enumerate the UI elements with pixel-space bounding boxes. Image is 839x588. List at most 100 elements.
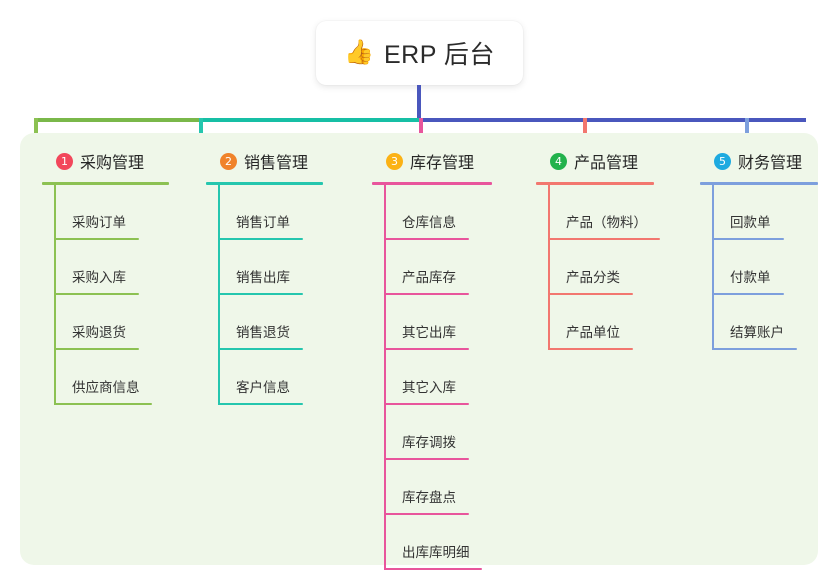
branch-item-label: 采购入库 <box>72 270 126 285</box>
branch-items-4: 产品（物料） 产品分类产品单位 <box>536 185 660 350</box>
trunk-segment-left <box>34 118 200 122</box>
branch-items-1: 采购订单采购入库采购退货供应商信息 <box>42 185 169 405</box>
branch-item-label: 供应商信息 <box>72 380 140 395</box>
branch-item[interactable]: 客户信息 <box>206 350 323 405</box>
branch-item-rule <box>384 348 469 350</box>
branch-item-rule <box>384 238 469 240</box>
branch-item-label: 库存调拨 <box>402 435 456 450</box>
branch-drop-line-1 <box>34 118 38 146</box>
branch-item[interactable]: 销售出库 <box>206 240 323 295</box>
branch-item-label: 产品分类 <box>566 270 620 285</box>
branch-header-rule <box>206 182 323 185</box>
branch-item[interactable]: 供应商信息 <box>42 350 169 405</box>
branch-items-2: 销售订单销售出库销售退货客户信息 <box>206 185 323 405</box>
branch-item-label: 结算账户 <box>730 325 784 340</box>
branch-item-rule <box>218 238 303 240</box>
trunk-segment-right <box>419 118 806 122</box>
branch-item[interactable]: 结算账户 <box>700 295 818 350</box>
thumbs-up-icon: 👍 <box>344 39 374 66</box>
branch-item-label: 产品单位 <box>566 325 620 340</box>
branch-header-rule <box>536 182 654 185</box>
branch-item[interactable]: 产品分类 <box>536 240 654 295</box>
branch-item-label: 销售出库 <box>236 270 290 285</box>
branch-item[interactable]: 产品单位 <box>536 295 654 350</box>
branch-items-5: 回款单付款单结算账户 <box>700 185 818 350</box>
trunk-segment-middle <box>200 118 419 122</box>
branch-column-5: 5 财务管理回款单付款单结算账户 <box>700 133 818 350</box>
branch-column-1: 1 采购管理采购订单采购入库采购退货供应商信息 <box>42 133 169 405</box>
branch-item-rule <box>54 348 139 350</box>
branch-item[interactable]: 仓库信息 <box>372 185 492 240</box>
branch-item-label: 仓库信息 <box>402 215 456 230</box>
branch-item-label: 产品（物料） <box>566 215 647 230</box>
branch-spine <box>712 185 714 350</box>
branch-header-rule <box>372 182 492 185</box>
branch-column-4: 4 产品管理产品（物料） 产品分类产品单位 <box>536 133 660 350</box>
branch-number-badge: 4 <box>550 152 567 170</box>
branch-drop-line-3 <box>419 118 423 146</box>
branch-item[interactable]: 库存盘点 <box>372 460 492 515</box>
branch-item[interactable]: 产品（物料） <box>536 185 660 240</box>
branch-header-4[interactable]: 4 产品管理 <box>536 145 654 177</box>
branch-item-rule <box>54 403 152 405</box>
branch-item[interactable]: 采购订单 <box>42 185 169 240</box>
branch-spine <box>384 185 386 570</box>
branch-item-rule <box>384 458 469 460</box>
branch-item-rule <box>548 293 633 295</box>
branch-item-rule <box>548 238 660 240</box>
branch-item-label: 产品库存 <box>402 270 456 285</box>
root-title: ERP 后台 <box>383 41 495 69</box>
branch-item-label: 回款单 <box>730 215 771 230</box>
branch-item[interactable]: 销售订单 <box>206 185 323 240</box>
branch-item-rule <box>218 403 303 405</box>
branch-header-rule <box>700 182 818 185</box>
branch-item-rule <box>384 568 482 570</box>
branch-title: 财务管理 <box>738 155 803 172</box>
branch-item-rule <box>712 238 784 240</box>
branch-item[interactable]: 库存调拨 <box>372 405 492 460</box>
branch-header-1[interactable]: 1 采购管理 <box>42 145 169 177</box>
branch-drop-line-4 <box>583 118 587 146</box>
branch-item-rule <box>384 513 469 515</box>
branch-item-rule <box>712 293 784 295</box>
branch-item-label: 库存盘点 <box>402 490 456 505</box>
branch-item-label: 采购退货 <box>72 325 126 340</box>
branch-item-label: 付款单 <box>730 270 771 285</box>
branch-number-badge: 3 <box>386 152 403 170</box>
branch-item-rule <box>548 348 633 350</box>
branch-item-rule <box>712 348 797 350</box>
root-node[interactable]: 👍 ERP 后台 <box>316 21 523 85</box>
branch-item-rule <box>384 403 469 405</box>
branch-number-badge: 2 <box>220 152 237 170</box>
branch-item[interactable]: 付款单 <box>700 240 818 295</box>
branch-number-badge: 1 <box>56 152 73 170</box>
branch-item-label: 销售订单 <box>236 215 290 230</box>
branch-item[interactable]: 销售退货 <box>206 295 323 350</box>
branch-item[interactable]: 产品库存 <box>372 240 492 295</box>
branch-item-label: 其它出库 <box>402 325 456 340</box>
branch-item[interactable]: 采购入库 <box>42 240 169 295</box>
branch-title: 产品管理 <box>574 155 639 172</box>
branch-drop-line-5 <box>745 118 749 146</box>
branch-title: 采购管理 <box>80 155 145 172</box>
branch-item-rule <box>54 238 139 240</box>
root-stem-line <box>417 85 421 122</box>
branch-spine <box>548 185 550 350</box>
branch-number-badge: 5 <box>714 152 731 170</box>
branch-item[interactable]: 出库库明细 <box>372 515 492 570</box>
branch-item-label: 销售退货 <box>236 325 290 340</box>
branch-item-label: 其它入库 <box>402 380 456 395</box>
branch-item-rule <box>218 348 303 350</box>
branch-item[interactable]: 采购退货 <box>42 295 169 350</box>
branch-item[interactable]: 其它出库 <box>372 295 492 350</box>
branch-item-label: 出库库明细 <box>402 545 470 560</box>
branch-header-5[interactable]: 5 财务管理 <box>700 145 818 177</box>
branch-item[interactable]: 其它入库 <box>372 350 492 405</box>
branch-item[interactable]: 回款单 <box>700 185 818 240</box>
branch-header-rule <box>42 182 169 185</box>
